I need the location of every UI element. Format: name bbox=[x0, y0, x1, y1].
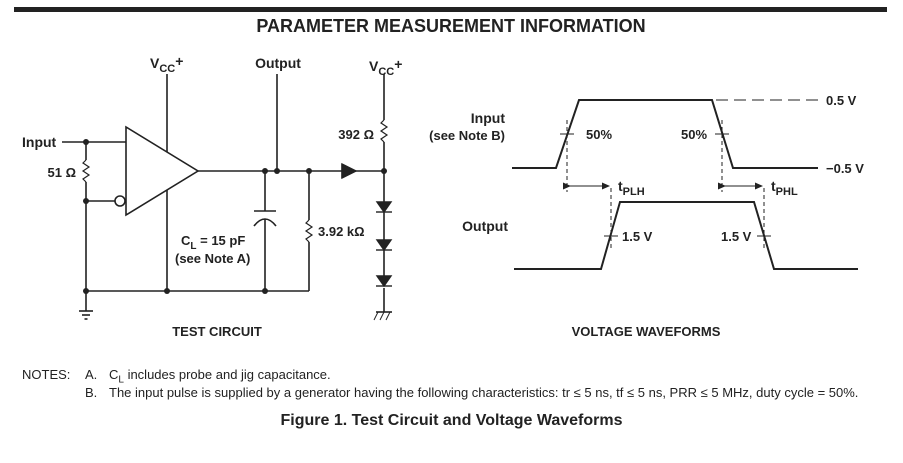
note-a-letter: A. bbox=[85, 367, 98, 382]
tphl-label: tPHL bbox=[771, 178, 798, 198]
figure-caption: Figure 1. Test Circuit and Voltage Wavef… bbox=[280, 412, 623, 429]
r-pullup-label: 392 Ω bbox=[338, 127, 374, 142]
diode-1 bbox=[375, 201, 393, 214]
r-load-label: 3.92 kΩ bbox=[318, 224, 365, 239]
wave-input-label: Input bbox=[471, 110, 506, 126]
output-pulse-waveform bbox=[514, 201, 858, 270]
circuit-input-label: Input bbox=[22, 134, 57, 150]
header-rule bbox=[14, 7, 887, 12]
input-pulse-waveform bbox=[512, 99, 818, 169]
tplh-label: tPLH bbox=[618, 178, 645, 198]
test-circuit bbox=[62, 74, 392, 321]
wave-output-label: Output bbox=[462, 218, 508, 234]
resistor-392ohm bbox=[379, 119, 389, 143]
resistor-51ohm bbox=[81, 159, 91, 183]
wave-input-note: (see Note B) bbox=[429, 128, 505, 143]
pct-right-label: 50% bbox=[681, 127, 707, 142]
page-title: PARAMETER MEASUREMENT INFORMATION bbox=[256, 16, 645, 36]
diode-horizontal bbox=[341, 162, 358, 180]
vcc-left-label: VCC+ bbox=[150, 53, 183, 75]
circuit-output-label: Output bbox=[255, 55, 301, 71]
resistor-3k92 bbox=[304, 219, 314, 243]
cl-note-label: (see Note A) bbox=[175, 251, 250, 266]
vcc-right-label: VCC+ bbox=[369, 56, 402, 78]
out-left-label: 1.5 V bbox=[622, 229, 653, 244]
out-right-label: 1.5 V bbox=[721, 229, 752, 244]
note-b-letter: B. bbox=[85, 385, 98, 400]
level-high-label: 0.5 V bbox=[826, 93, 857, 108]
diode-3 bbox=[375, 275, 393, 288]
diode-series bbox=[341, 162, 393, 288]
voltage-waveforms-caption: VOLTAGE WAVEFORMS bbox=[572, 324, 721, 339]
note-b-text: The input pulse is supplied by a generat… bbox=[109, 385, 859, 400]
junction-dots bbox=[83, 139, 387, 294]
diode-2 bbox=[375, 239, 393, 252]
pct-left-label: 50% bbox=[586, 127, 612, 142]
cl-label: CL = 15 pF bbox=[181, 233, 245, 252]
level-low-label: −0.5 V bbox=[826, 161, 864, 176]
r-in-label: 51 Ω bbox=[48, 165, 77, 180]
comparator-symbol bbox=[125, 125, 200, 217]
test-circuit-caption: TEST CIRCUIT bbox=[172, 324, 262, 339]
note-a-text: CL includes probe and jig capacitance. bbox=[109, 367, 331, 386]
notes-label: NOTES: bbox=[22, 367, 71, 382]
voltage-waveforms bbox=[512, 99, 858, 270]
